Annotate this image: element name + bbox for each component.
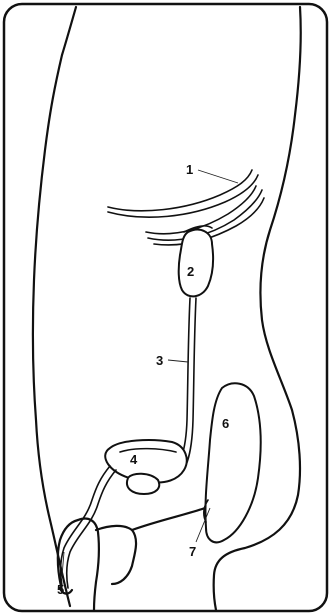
genital-outline-2 <box>78 519 99 583</box>
organ-2 <box>179 230 214 297</box>
leader-1 <box>198 170 238 183</box>
organ-6 <box>205 383 260 542</box>
label-5: 5 <box>57 582 64 597</box>
leg-outline <box>94 582 96 610</box>
buttock-outline <box>132 508 205 530</box>
label-6: 6 <box>222 416 229 431</box>
body-outline-back <box>33 7 76 606</box>
organ-4-lower <box>127 474 159 494</box>
label-1: 1 <box>186 162 193 177</box>
label-3: 3 <box>156 353 163 368</box>
label-7: 7 <box>189 544 196 559</box>
leader-3 <box>168 360 188 362</box>
label-4: 4 <box>130 452 138 467</box>
scrotum-outline <box>96 526 136 584</box>
tube-to-5-inner <box>67 470 116 588</box>
label-2: 2 <box>187 264 194 279</box>
